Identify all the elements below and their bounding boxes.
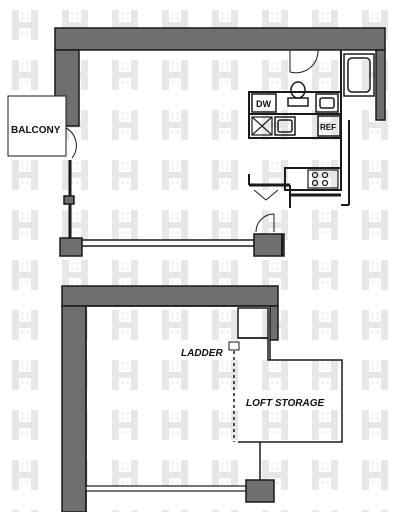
top-wall <box>54 27 386 51</box>
main-level <box>7 27 386 257</box>
bathtub-icon <box>343 53 375 97</box>
kitchen-sink-icon <box>274 116 296 136</box>
loft-level <box>61 285 343 512</box>
loft-top-wall <box>61 285 279 307</box>
stove-icon <box>307 169 339 189</box>
balcony-label: BALCONY <box>11 125 61 136</box>
ladder-top <box>228 341 240 351</box>
sink-icon <box>315 93 339 113</box>
kitchen-core <box>248 50 350 208</box>
loft-storage-outline <box>238 337 343 443</box>
closet-door-icon <box>253 189 279 233</box>
refrigerator-label: REF <box>320 123 336 132</box>
cabinet-x-icon <box>251 116 273 136</box>
door-swing-icon <box>289 49 319 74</box>
right-wall <box>375 49 386 121</box>
left-wall-post <box>63 195 75 205</box>
bottom-wall-right-block <box>253 233 285 257</box>
bottom-wall-left-block <box>59 237 83 257</box>
loft-bottom-right-block <box>245 479 275 503</box>
balcony <box>7 95 67 157</box>
loft-bottom-wall <box>85 485 247 492</box>
loft-storage-label: LOFT STORAGE <box>246 398 324 409</box>
ladder-label: LADDER <box>181 348 223 359</box>
loft-right-wall <box>269 305 279 341</box>
dishwasher-box <box>251 93 277 113</box>
refrigerator-box <box>317 115 341 137</box>
toilet-icon <box>287 81 309 107</box>
dishwasher-label: DW <box>256 99 271 109</box>
loft-left-wall <box>61 305 87 512</box>
balcony-door-icon <box>65 127 77 159</box>
bottom-wall <box>81 239 255 247</box>
